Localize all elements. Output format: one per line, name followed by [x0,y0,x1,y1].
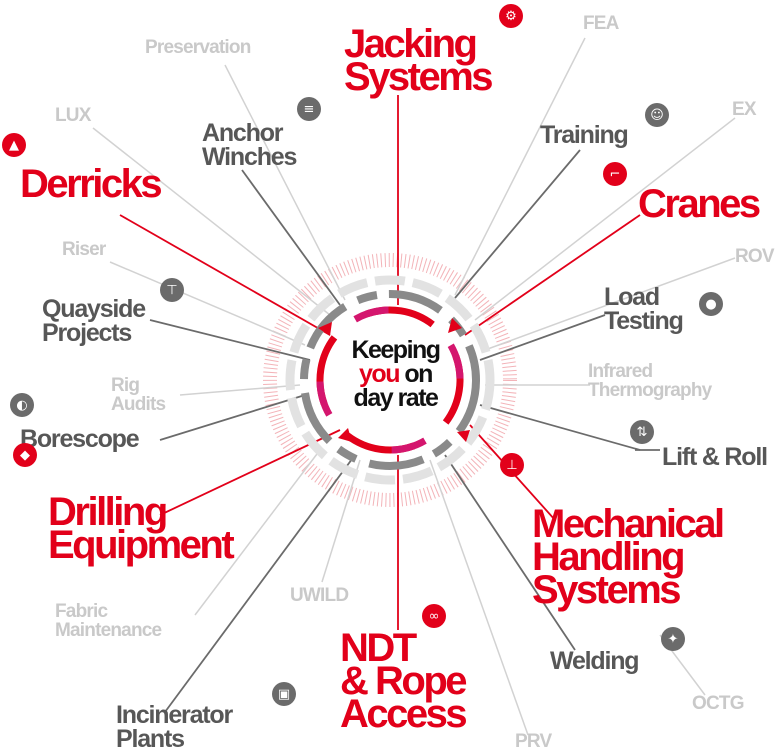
label-mechanical-handling-systems[interactable]: Mechanical Handling Systems [532,502,725,612]
label-jacking-systems[interactable]: Jacking Systems [344,22,494,99]
label-prv[interactable]: PRV [515,731,552,752]
label-rov[interactable]: ROV [735,246,775,267]
label-quayside-projects[interactable]: Quayside Projects [42,295,146,347]
slogan-line-2: you on [333,359,458,388]
label-riser[interactable]: Riser [62,239,106,260]
camera-icon: ◐ [10,393,34,417]
light-grey-ring [285,275,495,485]
slogan-line-3: day rate [353,383,439,412]
label-ndt-rope-access[interactable]: NDT & Rope Access [340,626,468,736]
dark-grey-ring [300,290,480,470]
label-anchor-winches[interactable]: Anchor Winches [202,119,297,171]
dark-connectors [149,149,660,713]
magenta-arrow-ring [316,306,464,454]
label-uwild[interactable]: UWILD [290,585,349,606]
ring-arrowheads [318,318,470,442]
rope-icon: ∞ [422,604,446,628]
label-welding[interactable]: Welding [550,647,640,675]
label-rig-audits[interactable]: Rig Audits [111,375,166,415]
outer-dashed-ring [263,253,517,507]
label-derricks[interactable]: Derricks [20,162,163,206]
label-octg[interactable]: OCTG [692,693,744,714]
label-incinerator-plants[interactable]: Incinerator Plants [116,701,233,753]
label-preservation[interactable]: Preservation [145,37,251,58]
incinerator-icon: ▣ [272,682,296,706]
label-borescope[interactable]: Borescope [20,425,140,453]
hoist-icon: ⊥ [500,453,524,477]
gear-icon: ⚙ [499,4,523,28]
label-lux[interactable]: LUX [55,105,91,126]
label-ex[interactable]: EX [732,99,757,120]
derrick-icon: ▲ [2,133,26,157]
winch-icon: ≡ [297,97,321,121]
light-connectors [92,37,736,736]
slogan-line-1: Keeping [351,336,441,364]
slogan-highlight: you [359,359,400,388]
label-fea[interactable]: FEA [583,13,619,34]
label-cranes[interactable]: Cranes [638,182,761,226]
label-fabric-maintenance[interactable]: Fabric Maintenance [55,601,162,641]
label-training[interactable]: Training [540,121,629,149]
lift-roll-icon: ⇅ [630,420,654,444]
crane-icon: ⌐ [603,162,627,186]
slogan-line-2-rest: on [398,359,433,388]
quay-crane-icon: ⊤ [160,278,184,302]
label-load-testing[interactable]: Load Testing [604,283,684,335]
label-drilling-equipment[interactable]: Drilling Equipment [48,490,235,567]
people-icon: ☺ [645,103,669,127]
label-infrared-thermography[interactable]: Infrared Thermography [588,361,712,401]
welding-torch-icon: ✦ [661,627,685,651]
label-lift-roll[interactable]: Lift & Roll [662,443,768,471]
center-slogan: Keeping you on day rate [333,336,458,412]
weight-icon: ● [699,292,723,316]
drill-bit-icon: ◆ [13,443,37,467]
